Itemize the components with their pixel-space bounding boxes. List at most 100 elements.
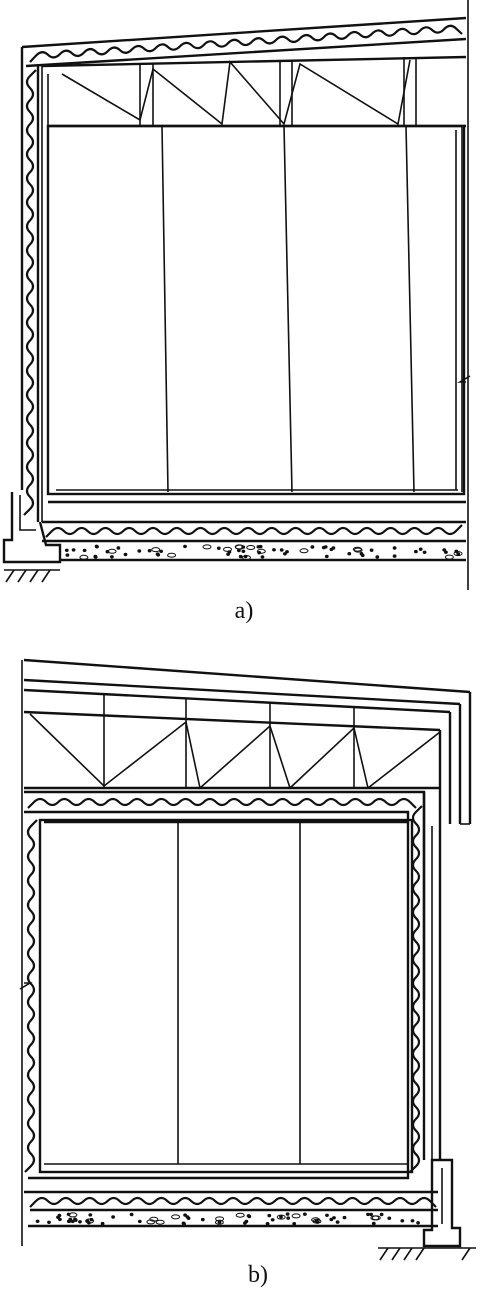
concrete-aggregate — [35, 1212, 421, 1226]
container-body — [46, 124, 466, 496]
aggregate-particle — [137, 1219, 142, 1224]
aggregate-particle — [129, 1212, 134, 1217]
aggregate-particle — [292, 1222, 297, 1226]
roof-panel — [23, 658, 472, 825]
aggregate-particle — [299, 548, 309, 554]
aggregate-particle — [414, 549, 418, 554]
aggregate-particle — [35, 1219, 40, 1224]
aggregate-particle — [200, 1217, 205, 1222]
aggregate-particle — [285, 1212, 290, 1216]
floor-panel — [42, 500, 466, 562]
aggregate-particle — [247, 1214, 252, 1219]
aggregate-particle — [400, 1219, 405, 1223]
aggregate-particle — [347, 552, 352, 556]
aggregate-particle — [310, 545, 315, 549]
footing — [378, 1158, 476, 1261]
aggregate-particle — [335, 1220, 340, 1224]
aggregate-particle — [235, 1212, 245, 1218]
aggregate-particle — [360, 553, 365, 558]
aggregate-particle — [387, 1216, 392, 1220]
right-cladding — [431, 730, 442, 1160]
left-wall-panel — [20, 47, 43, 522]
wall-insulation-wave — [23, 69, 37, 516]
aggregate-particle — [66, 1212, 71, 1217]
roof-panel — [21, 16, 467, 68]
top-insulation-wave — [27, 797, 417, 809]
aggregate-particle — [110, 555, 114, 559]
figure-b-label: b) — [248, 1262, 268, 1288]
aggregate-particle — [453, 551, 463, 557]
aggregate-particle — [137, 549, 142, 553]
aggregate-particle — [146, 1219, 156, 1225]
aggregate-particle — [78, 1220, 82, 1224]
aggregate-particle — [57, 1213, 62, 1218]
container-body — [38, 818, 414, 1174]
aggregate-particle — [270, 1218, 275, 1222]
aggregate-particle — [279, 548, 284, 552]
aggregate-particle — [105, 550, 110, 554]
aggregate-particle — [151, 547, 161, 553]
aggregate-particle — [324, 554, 329, 559]
aggregate-particle — [167, 552, 177, 558]
aggregate-particle — [260, 555, 265, 559]
aggregate-particle — [286, 1216, 291, 1220]
aggregate-particle — [73, 1218, 78, 1222]
aggregate-particle — [215, 1216, 225, 1222]
aggregate-particle — [202, 544, 212, 550]
aggregate-particle — [410, 1219, 415, 1223]
aggregate-particle — [223, 546, 232, 552]
aggregate-particle — [442, 548, 447, 552]
concrete-aggregate — [64, 544, 463, 561]
aggregate-particle — [418, 547, 423, 551]
aggregate-particle — [68, 1217, 73, 1222]
aggregate-particle — [422, 550, 427, 554]
aggregate-particle — [237, 548, 241, 553]
aggregate-particle — [64, 548, 69, 552]
aggregate-particle — [416, 1221, 421, 1225]
aggregate-particle — [183, 544, 187, 549]
aggregate-particle — [371, 1221, 376, 1226]
aggregate-particle — [246, 545, 256, 550]
aggregate-particle — [214, 1219, 224, 1225]
aggregate-particle — [234, 544, 244, 550]
aggregate-particle — [159, 549, 164, 553]
aggregate-particle — [116, 546, 121, 550]
aggregate-particle — [82, 548, 87, 553]
aggregate-particle — [325, 1213, 329, 1218]
aggregate-particle — [331, 546, 336, 550]
aggregate-particle — [47, 1220, 51, 1225]
aggregate-particle — [276, 1214, 286, 1220]
aggregate-particle — [87, 1221, 91, 1225]
aggregate-particle — [183, 1213, 188, 1217]
floor-insulation-wave — [29, 1196, 437, 1208]
aggregate-particle — [111, 1215, 115, 1219]
aggregate-particle — [149, 1216, 159, 1222]
aggregate-particle — [285, 550, 289, 554]
aggregate-particle — [369, 548, 374, 552]
enclosure-panel — [24, 790, 438, 1228]
aggregate-particle — [329, 1217, 334, 1222]
aggregate-particle — [342, 1215, 347, 1220]
aggregate-particle — [353, 547, 363, 553]
figure-a-label: a) — [235, 598, 254, 624]
aggregate-particle — [256, 545, 261, 549]
aggregate-particle — [332, 1216, 336, 1220]
aggregate-particle — [244, 1219, 249, 1224]
aggregate-particle — [379, 1212, 384, 1217]
floor-insulation-wave — [45, 524, 463, 538]
aggregate-particle — [392, 554, 397, 558]
aggregate-particle — [321, 545, 326, 550]
aggregate-particle — [186, 1216, 191, 1221]
aggregate-particle — [155, 1219, 165, 1225]
aggregate-particle — [71, 548, 76, 552]
aggregate-particle — [279, 1215, 283, 1219]
aggregate-particle — [88, 1213, 93, 1217]
aggregate-particle — [241, 549, 246, 553]
aggregate-particle — [256, 548, 266, 554]
aggregate-particle — [444, 550, 448, 554]
aggregate-particle — [156, 553, 161, 557]
aggregate-particle — [147, 549, 152, 553]
aggregate-particle — [272, 548, 276, 552]
aggregate-particle — [315, 1220, 320, 1224]
